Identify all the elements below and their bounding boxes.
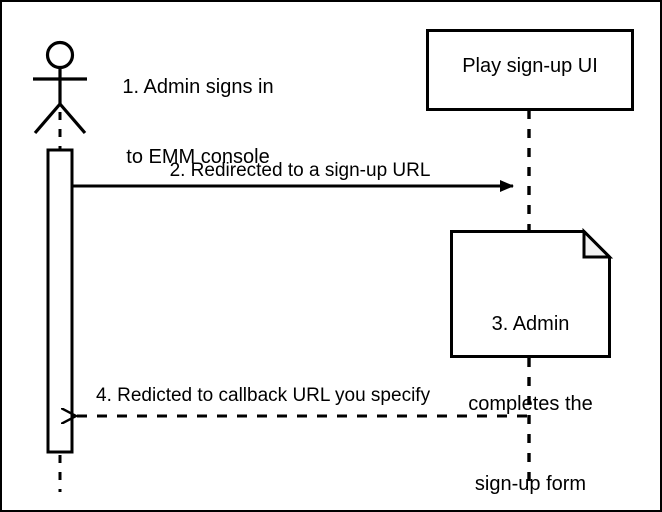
actor-leg-right-line (58, 102, 87, 135)
step1-line2: to EMM console (126, 145, 270, 168)
step4-message-label: 4. Redicted to callback URL you specify (96, 385, 431, 406)
note-fold-corner-icon (582, 227, 614, 259)
step3-line2: completes the (468, 392, 593, 415)
step1-annotation-label: 1. Admin signs in to EMM console (88, 30, 308, 216)
step1-line1: 1. Admin signs in (122, 76, 274, 99)
participant-label-play-signup-ui: Play sign-up UI (462, 55, 598, 77)
actor-leg-left-line (33, 102, 62, 135)
note-box-step3 (450, 230, 611, 358)
participant-box-play-signup-ui (426, 29, 634, 111)
step3-line1: 3. Admin (491, 312, 570, 335)
actor-activation-bar (46, 148, 74, 454)
actor-head-icon (45, 40, 75, 70)
stick-figure-actor-icon (33, 40, 87, 135)
step3-line3: sign-up form (474, 473, 587, 496)
step3-note-label: 3. Admin completes the sign-up form (452, 257, 609, 512)
step2-message-label: 2. Redirected to a sign-up URL (169, 160, 431, 181)
